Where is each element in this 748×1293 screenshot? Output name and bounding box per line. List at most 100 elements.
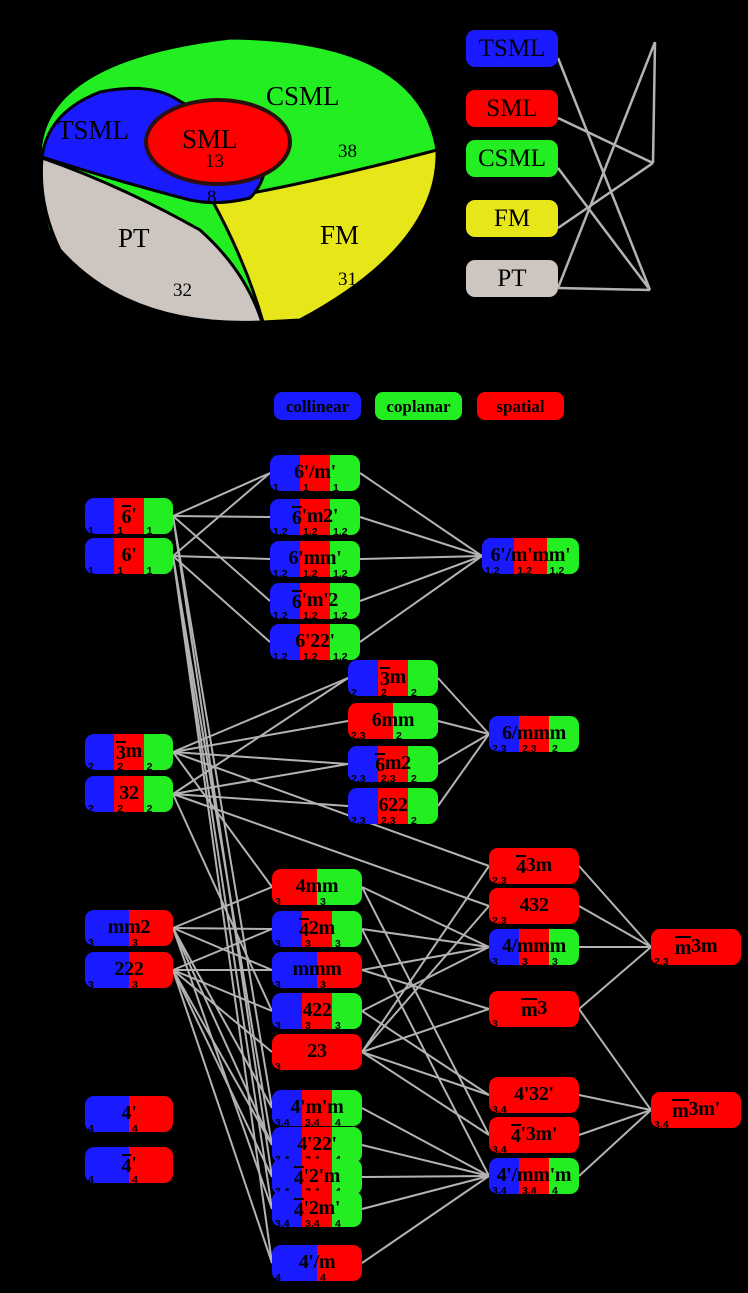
- group-node-band-subscript: 1,2: [273, 525, 288, 535]
- group-node-band: 2: [408, 660, 438, 696]
- group-node-band-subscript: 4: [335, 1154, 341, 1163]
- group-node-band-subscript: 3: [275, 1060, 281, 1070]
- group-node-band-subscript: 2,3: [492, 742, 507, 752]
- group-node-band: 3,4: [272, 1090, 302, 1126]
- group-node-band: 3,4: [489, 1077, 579, 1113]
- group-node-band-subscript: 2: [88, 802, 94, 812]
- group-node-label-rest: 2m: [308, 916, 335, 939]
- group-node-band-subscript: 3: [88, 978, 94, 988]
- group-node-label-rest: 3m: [691, 934, 718, 957]
- group-node-band-subscript: 2: [88, 760, 94, 770]
- group-node-band: 4: [272, 1245, 317, 1281]
- legend-pill-csml[interactable]: CSML: [466, 140, 558, 177]
- group-node-band: 1,2: [270, 499, 300, 535]
- group-node-band-subscript: 3: [335, 937, 341, 947]
- group-node-band: 3: [85, 952, 129, 988]
- group-node-label: mm2: [107, 915, 151, 938]
- group-node-band-subscript: 1,2: [273, 609, 288, 619]
- group-node-band: 3: [272, 1034, 362, 1070]
- group-node-band: 2,3: [348, 703, 393, 739]
- group-node-band: 3,4: [272, 1127, 302, 1163]
- group-node-label: 4mm: [295, 874, 339, 897]
- group-node-band-subscript: 2,3: [381, 772, 396, 782]
- group-node-band-subscript: 1: [303, 481, 309, 491]
- type-legend-coplanar[interactable]: coplanar: [375, 392, 462, 420]
- group-node-band: 1: [143, 498, 173, 534]
- group-node-band-subscript: 1,2: [485, 564, 500, 574]
- overline-char: 4: [121, 1153, 132, 1177]
- group-node-band: 2,3: [378, 746, 408, 782]
- group-node-label: 32: [119, 781, 139, 804]
- group-node-label: 6'mm': [288, 546, 342, 569]
- group-node-label: 4'2m': [272, 1191, 362, 1227]
- type-legend-spatial[interactable]: spatial: [477, 392, 564, 420]
- group-node-band: 3: [317, 952, 362, 988]
- overline-char: 6: [291, 505, 302, 529]
- group-node-band: 1,2: [330, 624, 360, 660]
- type-legend-collinear[interactable]: collinear: [274, 392, 361, 420]
- group-node-band: 4: [332, 1159, 362, 1195]
- group-node-band-subscript: 1: [146, 524, 153, 534]
- group-node-band-subscript: 3: [320, 895, 326, 905]
- overline-char: m: [674, 935, 692, 959]
- group-node-band-subscript: 4: [552, 1184, 558, 1194]
- group-node-band: 2,3: [348, 746, 378, 782]
- legend-pill-tsml[interactable]: TSML: [466, 30, 558, 67]
- group-node-band-subscript: 2: [117, 760, 124, 770]
- legend-pill-sml[interactable]: SML: [466, 90, 558, 127]
- group-node-band: 1: [85, 498, 115, 534]
- legend-pill-pt[interactable]: PT: [466, 260, 558, 297]
- group-node-band: 1,2: [270, 583, 300, 619]
- group-node-band: 3: [519, 929, 549, 965]
- group-node-band-subscript: 3: [275, 1019, 281, 1029]
- group-node-n31[interactable]: 3,43,444'22': [272, 1127, 362, 1163]
- overline-char: 3: [379, 666, 390, 690]
- venn-count-TSML: 8: [207, 187, 217, 208]
- legend-pill-fm[interactable]: FM: [466, 200, 558, 237]
- group-node-band: 1,2: [546, 538, 579, 574]
- group-node-n32[interactable]: 3,43,444'2'm: [272, 1159, 362, 1195]
- group-node-band-subscript: 1,2: [517, 564, 532, 574]
- group-node-band-subscript: 2: [411, 772, 417, 782]
- group-node-band: 3: [549, 929, 579, 965]
- group-node-band: 2: [408, 746, 438, 782]
